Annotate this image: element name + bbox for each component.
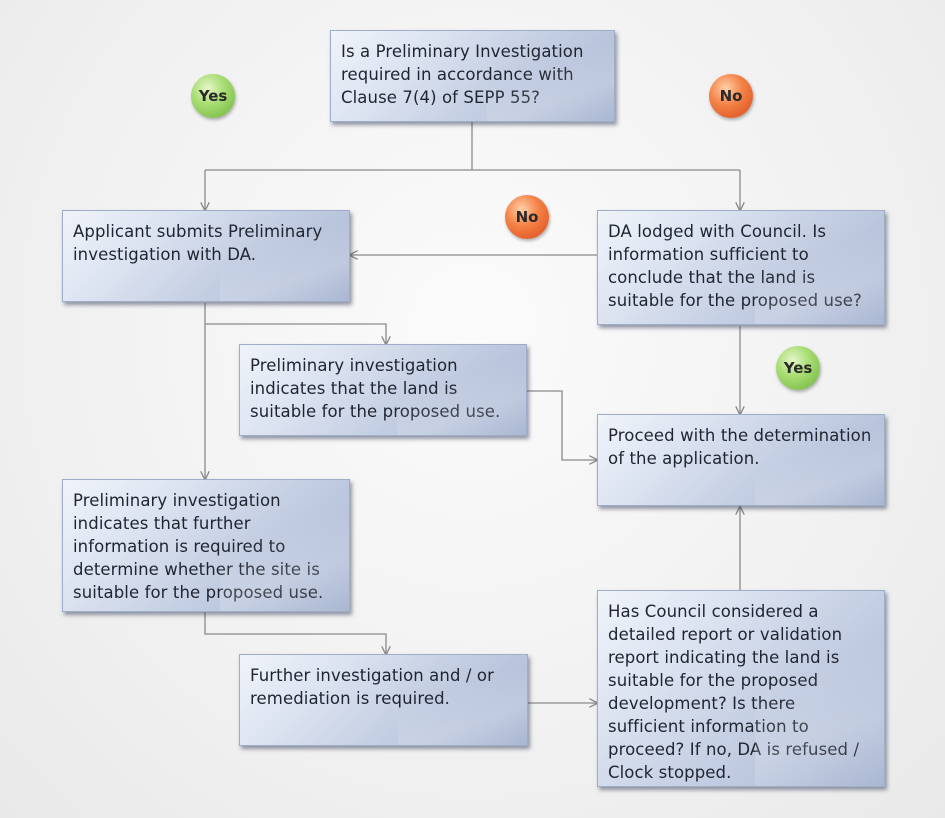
yes-badge-right: Yes (776, 346, 820, 390)
connector-to-further-investigation (204, 612, 386, 654)
no-badge-middle: No (505, 195, 549, 239)
node-council-considered: Has Council considered a detailed report… (597, 590, 885, 787)
no-badge-top: No (709, 74, 753, 118)
node-further-investigation: Further investigation and / or remediati… (239, 654, 528, 746)
node-preliminary-required: Is a Preliminary Investigation required … (330, 30, 615, 122)
node-further-information: Preliminary investigation indicates that… (62, 479, 350, 612)
connector-suitable-to-proceed (527, 390, 597, 460)
connector-to-indicates-suitable (205, 323, 386, 344)
node-applicant-submits: Applicant submits Preliminary investigat… (62, 210, 350, 302)
node-indicates-suitable: Preliminary investigation indicates that… (239, 344, 527, 436)
node-da-lodged: DA lodged with Council. Is information s… (597, 210, 885, 325)
yes-badge-top: Yes (191, 74, 235, 118)
node-proceed-determination: Proceed with the determination of the ap… (597, 414, 885, 506)
